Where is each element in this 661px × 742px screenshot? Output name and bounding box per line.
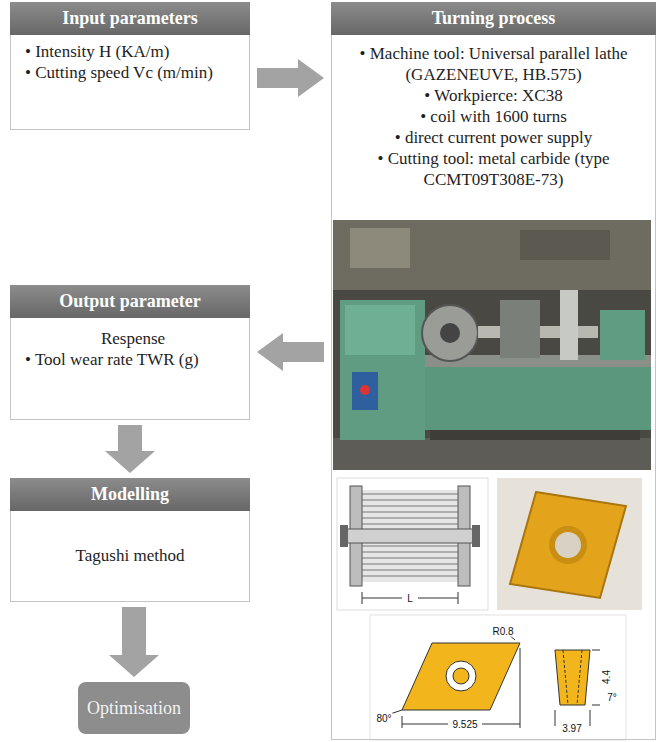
dimension-label: L xyxy=(406,593,414,604)
input-box: Input parameters• Intensity H (KA/m)• Cu… xyxy=(10,2,250,130)
block-arrow xyxy=(109,607,159,677)
box-text: Respense xyxy=(25,328,241,349)
dimension-label: 7° xyxy=(606,692,618,703)
box-heading: Turning process xyxy=(331,2,656,35)
box-text: • Intensity H (KA/m) xyxy=(25,41,241,62)
lathe-photo xyxy=(333,220,651,470)
box-heading: Modelling xyxy=(10,478,250,511)
coil-drawing xyxy=(337,478,488,610)
box-text: • Cutting tool: metal carbide (type CCMT… xyxy=(342,148,645,190)
block-arrow xyxy=(105,425,155,473)
box-heading: Output parameter xyxy=(10,285,250,318)
box-text: • Workpierce: XC38 xyxy=(342,85,645,106)
box-heading: Input parameters xyxy=(10,2,250,35)
dimension-label: 3.97 xyxy=(561,723,582,734)
modelling-box: ModellingTagushi method xyxy=(10,478,250,602)
box-body: Respense• Tool wear rate TWR (g) xyxy=(10,318,250,420)
box-text: • Cutting speed Vc (m/min) xyxy=(25,62,241,83)
output-box: Output parameterRespense• Tool wear rate… xyxy=(10,285,250,420)
box-body: • Machine tool: Universal parallel lathe… xyxy=(331,35,656,740)
insert-photo xyxy=(497,478,642,610)
process-panel: Turning process • Machine tool: Universal… xyxy=(331,2,656,740)
box-body: • Intensity H (KA/m)• Cutting speed Vc (… xyxy=(10,35,250,130)
dimension-label: 80° xyxy=(375,713,392,724)
box-text: • direct current power supply xyxy=(342,127,645,148)
optimisation-box: Optimisation xyxy=(78,682,190,734)
insert-drawing xyxy=(370,615,626,740)
box-text: • coil with 1600 turns xyxy=(342,106,645,127)
dimension-label: 4.4 xyxy=(601,669,612,685)
block-arrow xyxy=(257,59,324,97)
box-text: • Tool wear rate TWR (g) xyxy=(25,349,241,370)
box-text: • Machine tool: Universal parallel lathe… xyxy=(342,43,645,85)
dimension-label: R0.8 xyxy=(491,626,514,637)
box-label: Optimisation xyxy=(78,682,190,734)
box-text: Tagushi method xyxy=(19,545,241,566)
block-arrow xyxy=(257,333,324,371)
dimension-label: 9.525 xyxy=(451,719,478,730)
box-body: Tagushi method xyxy=(10,511,250,602)
